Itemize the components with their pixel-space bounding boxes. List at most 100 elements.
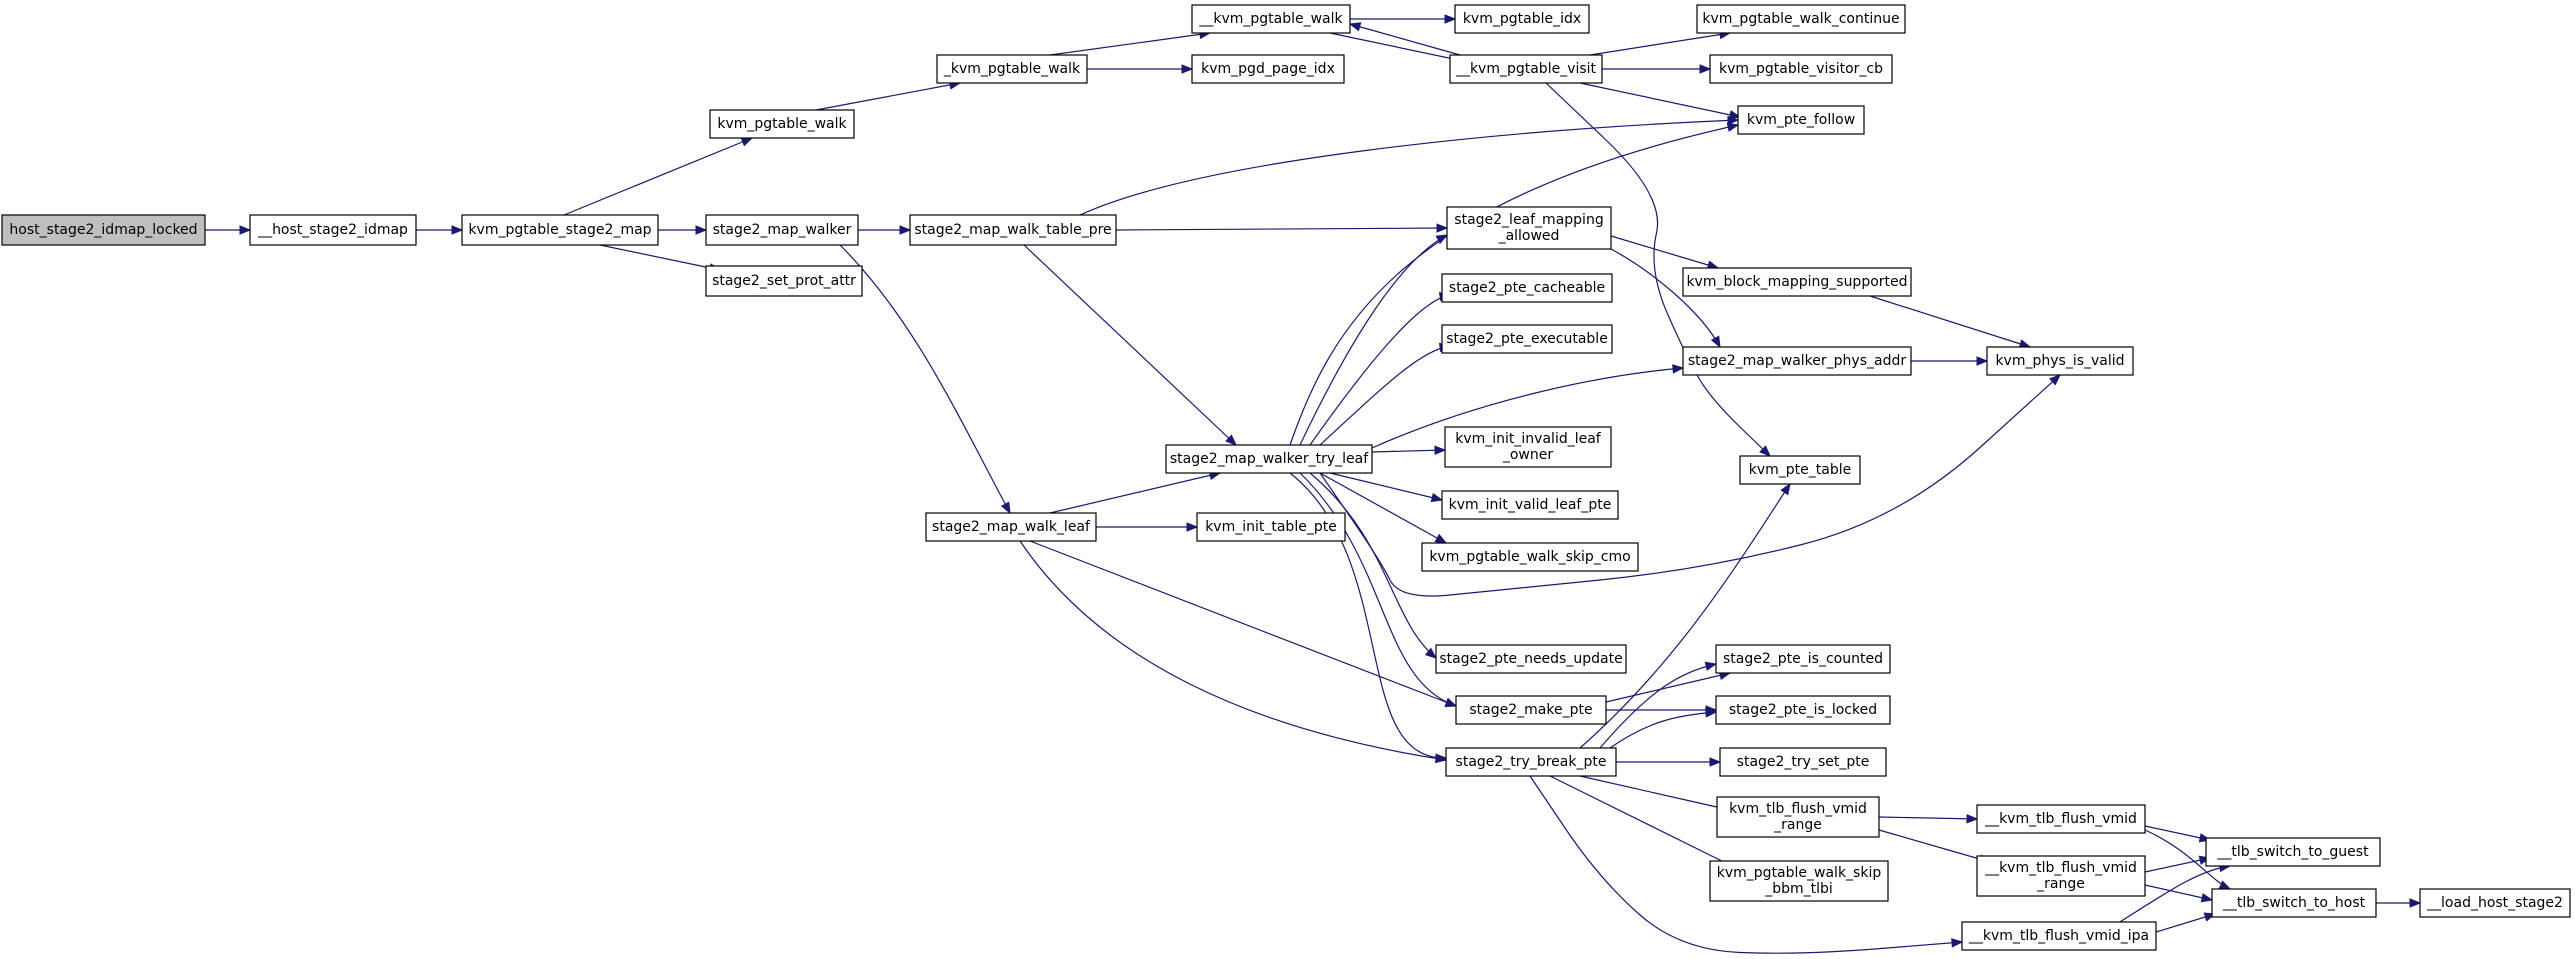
node-host_stage2_idmap_locked[interactable]: host_stage2_idmap_locked	[1, 214, 206, 246]
edge-stage2_try_break_pte-to-stage2_pte_is_locked	[1609, 708, 1718, 749]
node-label: kvm_pgtable_idx	[1463, 11, 1581, 27]
node-stage2_pte_cacheable[interactable]: stage2_pte_cacheable	[1441, 273, 1613, 303]
node-kvm_init_valid_leaf_pte[interactable]: kvm_init_valid_leaf_pte	[1441, 490, 1619, 520]
edge-host_stage2_idmap_locked-to-__host_stage2_idmap	[205, 225, 252, 235]
node-kvm_phys_is_valid[interactable]: kvm_phys_is_valid	[1986, 346, 2134, 376]
node-kvm_pgtable_stage2_map[interactable]: kvm_pgtable_stage2_map	[461, 214, 659, 246]
node-label: kvm_pgtable_stage2_map	[468, 222, 651, 238]
node-__kvm_pgtable_walk[interactable]: __kvm_pgtable_walk	[1191, 4, 1351, 34]
edge-kvm_pgtable_stage2_map-to-stage2_set_prot_attr	[599, 244, 722, 273]
node-box	[709, 109, 855, 139]
node-stage2_map_walk_leaf[interactable]: stage2_map_walk_leaf	[925, 512, 1097, 542]
node-box	[1, 214, 206, 246]
node-label: stage2_map_walker_phys_addr	[1688, 353, 1906, 369]
edge-__kvm_tlb_flush_vmid_range-to-__tlb_switch_to_guest	[2144, 855, 2212, 873]
node-label: __kvm_tlb_flush_vmid_ipa	[1968, 928, 2149, 944]
edge-stage2_map_walker_try_leaf-to-kvm_pgtable_walk_skip_cmo	[1319, 472, 1448, 544]
node-kvm_init_invalid_leaf_owner[interactable]: kvm_init_invalid_leaf_owner	[1444, 426, 1612, 468]
node-label: __kvm_pgtable_visit	[1455, 61, 1597, 77]
node-__kvm_tlb_flush_vmid_range[interactable]: __kvm_tlb_flush_vmid_range	[1976, 855, 2146, 897]
node-box	[1191, 4, 1351, 34]
edge-stage2_map_walk_table_pre-to-stage2_map_walker_try_leaf	[1023, 244, 1237, 446]
node-box	[1441, 324, 1613, 354]
node-box	[1715, 644, 1891, 674]
node-stage2_pte_needs_update[interactable]: stage2_pte_needs_update	[1435, 644, 1627, 674]
node-__tlb_switch_to_guest[interactable]: __tlb_switch_to_guest	[2205, 837, 2381, 867]
node-kvm_block_mapping_supported[interactable]: kvm_block_mapping_supported	[1682, 267, 1912, 297]
node-label: kvm_pgtable_walk_continue	[1702, 11, 1899, 27]
node-__load_host_stage2[interactable]: __load_host_stage2	[2419, 888, 2571, 918]
edge-stage2_map_walker_try_leaf-to-stage2_map_walker_phys_addr	[1371, 364, 1685, 449]
node-kvm_pgtable_walk[interactable]: kvm_pgtable_walk	[709, 109, 855, 139]
node-label: _allowed	[1498, 228, 1560, 244]
node-kvm_pgtable_idx[interactable]: kvm_pgtable_idx	[1454, 4, 1590, 34]
node-kvm_pgtable_visitor_cb[interactable]: kvm_pgtable_visitor_cb	[1709, 54, 1893, 84]
node-label: stage2_pte_executable	[1446, 331, 1608, 347]
node-stage2_make_pte[interactable]: stage2_make_pte	[1455, 695, 1607, 725]
node-box	[1961, 921, 2157, 951]
node-label: _range	[2036, 876, 2085, 892]
edge-stage2_try_break_pte-to-kvm_tlb_flush_vmid_range	[1579, 775, 1732, 813]
edge-stage2_leaf_mapping_allowed-to-stage2_map_walker_phys_addr	[1610, 248, 1721, 349]
node-__kvm_tlb_flush_vmid_ipa[interactable]: __kvm_tlb_flush_vmid_ipa	[1961, 921, 2157, 951]
node-stage2_try_break_pte[interactable]: stage2_try_break_pte	[1445, 747, 1617, 777]
edge-stage2_map_walk_leaf-to-stage2_try_break_pte	[1019, 540, 1448, 764]
edge-stage2_map_walker_try_leaf-to-kvm_pte_follow	[1289, 122, 1740, 446]
node-label: kvm_pgtable_walk_skip_cmo	[1429, 549, 1630, 565]
node-kvm_tlb_flush_vmid_range[interactable]: kvm_tlb_flush_vmid_range	[1716, 796, 1880, 838]
node-stage2_map_walker[interactable]: stage2_map_walker	[705, 214, 859, 246]
node-stage2_pte_is_counted[interactable]: stage2_pte_is_counted	[1715, 644, 1891, 674]
node-kvm_pgtable_walk_skip_bbm_tlbi[interactable]: kvm_pgtable_walk_skip_bbm_tlbi	[1709, 860, 1889, 902]
node-kvm_pgtable_walk_skip_cmo[interactable]: kvm_pgtable_walk_skip_cmo	[1421, 542, 1639, 572]
node-label: host_stage2_idmap_locked	[9, 222, 197, 238]
node-label: kvm_pgd_page_idx	[1201, 61, 1335, 77]
node-stage2_try_set_pte[interactable]: stage2_try_set_pte	[1719, 747, 1887, 777]
node-stage2_leaf_mapping_allowed[interactable]: stage2_leaf_mapping_allowed	[1446, 206, 1612, 250]
node-stage2_map_walker_phys_addr[interactable]: stage2_map_walker_phys_addr	[1682, 346, 1912, 376]
node-box	[1191, 54, 1345, 84]
edge-__kvm_tlb_flush_vmid_ipa-to-__tlb_switch_to_host	[2155, 912, 2217, 933]
edge-stage2_leaf_mapping_allowed-to-kvm_block_mapping_supported	[1610, 235, 1720, 270]
node-box	[461, 214, 659, 246]
node-stage2_map_walker_try_leaf[interactable]: stage2_map_walker_try_leaf	[1165, 444, 1373, 474]
edge-stage2_map_walk_leaf-to-stage2_make_pte	[1029, 540, 1458, 707]
edge-stage2_map_walker_try_leaf-to-stage2_pte_cacheable	[1309, 292, 1452, 446]
node-box	[1449, 54, 1603, 84]
node-label: stage2_set_prot_attr	[712, 273, 856, 289]
node-kvm_pte_table[interactable]: kvm_pte_table	[1739, 455, 1861, 485]
node-label: __tlb_switch_to_host	[2222, 895, 2366, 911]
node-box	[1441, 490, 1619, 520]
edge-kvm_pgtable_walk-to-_kvm_pgtable_walk	[815, 80, 962, 111]
node-box	[1444, 426, 1612, 468]
edge-stage2_try_break_pte-to-kvm_pte_table	[1579, 482, 1791, 749]
edge-stage2_map_walk_table_pre-to-stage2_leaf_mapping_allowed	[1115, 223, 1449, 233]
node-stage2_pte_is_locked[interactable]: stage2_pte_is_locked	[1715, 695, 1891, 725]
edge-__host_stage2_idmap-to-kvm_pgtable_stage2_map	[416, 225, 464, 235]
node-label: stage2_map_walk_leaf	[932, 519, 1091, 535]
node-kvm_pte_follow[interactable]: kvm_pte_follow	[1737, 105, 1865, 135]
node-box	[1441, 273, 1613, 303]
node-layer: host_stage2_idmap_locked __host_stage2_id…	[1, 4, 2571, 951]
node-kvm_pgtable_walk_continue[interactable]: kvm_pgtable_walk_continue	[1696, 4, 1906, 34]
node-label: stage2_try_break_pte	[1456, 754, 1607, 770]
edge-stage2_try_break_pte-to-__kvm_tlb_flush_vmid_ipa	[1529, 775, 1964, 954]
node-stage2_set_prot_attr[interactable]: stage2_set_prot_attr	[705, 265, 863, 297]
node-box	[1196, 512, 1346, 542]
node-label: stage2_map_walker_try_leaf	[1170, 451, 1369, 467]
node-label: kvm_pgtable_visitor_cb	[1719, 61, 1883, 77]
node-__kvm_tlb_flush_vmid[interactable]: __kvm_tlb_flush_vmid	[1976, 804, 2146, 834]
node-label: stage2_pte_is_counted	[1723, 651, 1883, 667]
node-__kvm_pgtable_visit[interactable]: __kvm_pgtable_visit	[1449, 54, 1603, 84]
node-box	[1682, 267, 1912, 297]
node-__host_stage2_idmap[interactable]: __host_stage2_idmap	[249, 214, 417, 246]
node-kvm_init_table_pte[interactable]: kvm_init_table_pte	[1196, 512, 1346, 542]
node-stage2_map_walk_table_pre[interactable]: stage2_map_walk_table_pre	[909, 214, 1117, 246]
node-_kvm_pgtable_walk[interactable]: _kvm_pgtable_walk	[936, 54, 1088, 84]
node-label: kvm_init_invalid_leaf	[1455, 431, 1602, 447]
node-box	[1696, 4, 1906, 34]
node-label: __host_stage2_idmap	[257, 222, 408, 238]
node-__tlb_switch_to_host[interactable]: __tlb_switch_to_host	[2211, 888, 2377, 918]
node-stage2_pte_executable[interactable]: stage2_pte_executable	[1441, 324, 1613, 354]
node-kvm_pgd_page_idx[interactable]: kvm_pgd_page_idx	[1191, 54, 1345, 84]
edge-__tlb_switch_to_host-to-__load_host_stage2	[2376, 898, 2422, 908]
